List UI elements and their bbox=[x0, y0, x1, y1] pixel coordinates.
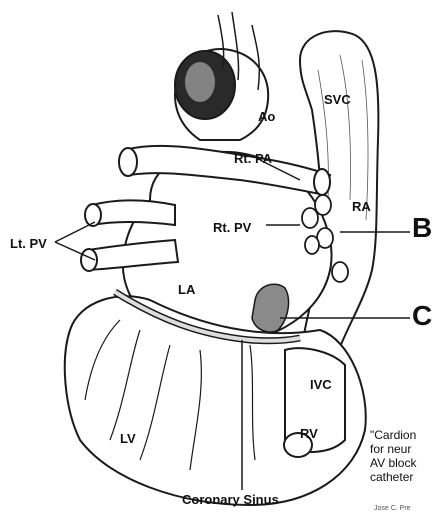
label-ao: Ao bbox=[258, 110, 275, 123]
marker-b: B bbox=[412, 214, 432, 242]
label-rt-pv: Rt. PV bbox=[213, 221, 251, 234]
label-lv: LV bbox=[120, 432, 136, 445]
label-ivc: IVC bbox=[310, 378, 332, 391]
label-la: LA bbox=[178, 283, 195, 296]
credit-text: Jose C. Pre bbox=[374, 505, 411, 512]
caption-line-2: for neur bbox=[370, 442, 416, 456]
caption-line-4: catheter bbox=[370, 470, 416, 484]
label-lt-pv: Lt. PV bbox=[10, 237, 47, 250]
label-ra: RA bbox=[352, 200, 371, 213]
label-svc: SVC bbox=[324, 93, 351, 106]
caption-line-3: AV block bbox=[370, 456, 416, 470]
caption-text: "Cardion for neur AV block catheter bbox=[370, 428, 416, 484]
label-rv: RV bbox=[300, 427, 318, 440]
label-coronary-sinus: Coronary Sinus bbox=[182, 493, 279, 506]
marker-c: C bbox=[412, 302, 432, 330]
label-rt-pa: Rt. PA bbox=[234, 152, 272, 165]
caption-line-1: "Cardion bbox=[370, 428, 416, 442]
